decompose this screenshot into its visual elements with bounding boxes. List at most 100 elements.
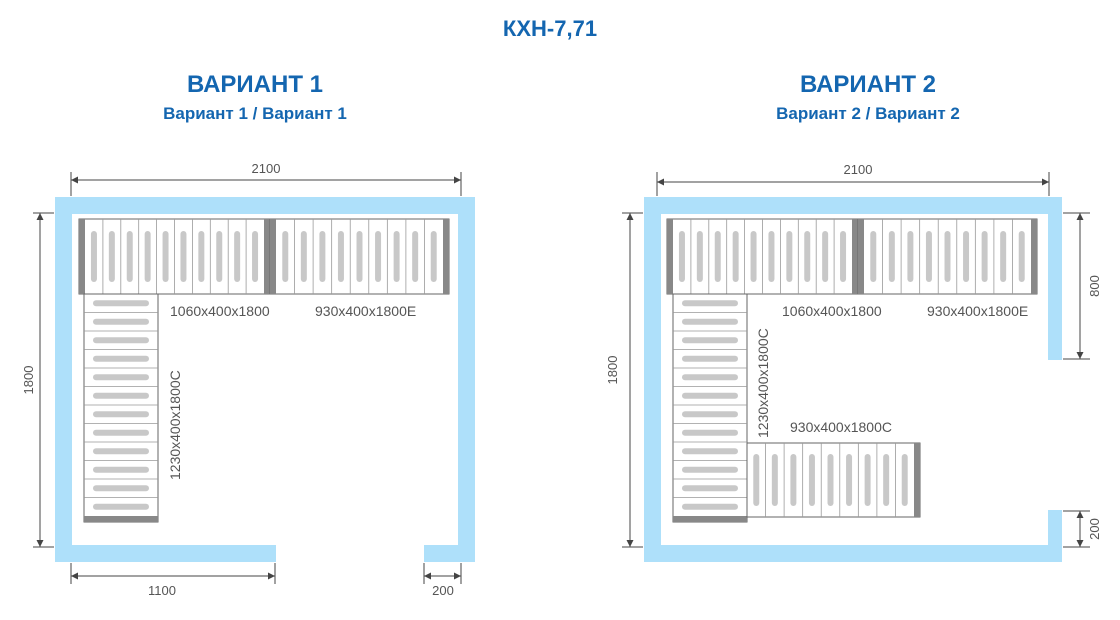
shelf-slat xyxy=(412,231,419,282)
v2-wall-bottom xyxy=(644,545,1062,562)
shelf-slat xyxy=(93,392,149,399)
shelf-slat xyxy=(883,454,890,506)
shelf-slat xyxy=(925,231,932,282)
variant1-plan: 2100 1800 1100 200 1060x400x1800 930x400… xyxy=(21,161,475,598)
v1-shelf-a-label: 1060x400x1800 xyxy=(170,303,270,319)
shelf-slat xyxy=(300,231,307,282)
variant1-walls xyxy=(55,197,475,562)
page-title: КХН-7,71 xyxy=(502,16,598,41)
variant2-dimensions xyxy=(622,172,1090,548)
shelf-slat xyxy=(93,429,149,436)
v2-shelf-a xyxy=(666,218,859,295)
v1-wall-bottom-left xyxy=(55,545,276,562)
shelf-slat xyxy=(678,231,685,282)
shelf-slat xyxy=(804,231,811,282)
v1-wall-bottom-right xyxy=(424,545,475,562)
shelf-slat xyxy=(1000,231,1007,282)
shelf-slat xyxy=(907,231,914,282)
v2-dim-right-top: 800 xyxy=(1087,275,1102,297)
shelf-slat xyxy=(888,231,895,282)
v2-shelf-d-label: 930x400x1800C xyxy=(790,419,892,435)
shelf-slat xyxy=(682,392,738,399)
shelf-slat xyxy=(682,485,738,492)
shelf-slat xyxy=(93,300,149,307)
shelf-slat xyxy=(682,411,738,418)
shelf-slat xyxy=(768,231,775,282)
shelf-slat xyxy=(144,231,151,282)
variant2-title: ВАРИАНТ 2 xyxy=(799,71,937,98)
shelf-slat xyxy=(682,466,738,473)
shelf-slat xyxy=(198,231,205,282)
v2-shelf-d xyxy=(746,442,921,518)
v2-shelf-c-label: 1230x400x1800C xyxy=(755,328,771,438)
shelf-slat xyxy=(944,231,951,282)
v2-shelf-c xyxy=(672,293,748,523)
variant2-plan: 2100 1800 800 200 1060x400x1800 930x400x… xyxy=(605,162,1102,562)
variant1-dimensions xyxy=(33,172,462,584)
v2-wall-top xyxy=(644,197,1062,214)
v1-shelf-c-label: 1230x400x1800C xyxy=(167,370,183,480)
v1-shelf-a xyxy=(78,218,271,295)
shelf-slat xyxy=(682,318,738,325)
shelf-slat xyxy=(864,454,871,506)
shelf-slat xyxy=(93,355,149,362)
shelf-slat xyxy=(93,337,149,344)
shelf-slat xyxy=(732,231,739,282)
shelf-slat xyxy=(753,454,760,506)
shelf-slat xyxy=(93,466,149,473)
variant2-shelves xyxy=(666,218,1038,523)
shelf-slat xyxy=(93,485,149,492)
shelf-slat xyxy=(682,300,738,307)
shelf-slat xyxy=(808,454,815,506)
shelf-slat xyxy=(714,231,721,282)
shelf-slat xyxy=(870,231,877,282)
shelf-slat xyxy=(963,231,970,282)
v2-shelf-a-label: 1060x400x1800 xyxy=(782,303,882,319)
shelf-slat xyxy=(846,454,853,506)
shelf-slat xyxy=(790,454,797,506)
v2-wall-right-top xyxy=(1048,197,1062,360)
v1-dim-door-left: 1100 xyxy=(148,583,176,598)
shelf-slat xyxy=(682,374,738,381)
shelf-slat xyxy=(216,231,223,282)
shelf-slat xyxy=(180,231,187,282)
shelf-slat xyxy=(786,231,793,282)
shelf-slat xyxy=(682,429,738,436)
v2-wall-right-bottom xyxy=(1048,510,1062,562)
shelf-slat xyxy=(375,231,382,282)
v1-dim-width: 2100 xyxy=(252,161,281,176)
shelf-slat xyxy=(393,231,400,282)
shelf-slat xyxy=(93,318,149,325)
shelf-slat xyxy=(319,231,326,282)
v2-wall-left xyxy=(644,197,661,562)
v1-dim-height: 1800 xyxy=(21,366,36,395)
v2-shelf-b xyxy=(857,218,1038,295)
shelf-slat xyxy=(682,355,738,362)
v1-shelf-b xyxy=(269,218,450,295)
variant1-title: ВАРИАНТ 1 xyxy=(186,71,324,98)
shelf-slat xyxy=(771,454,778,506)
variant2-walls xyxy=(644,197,1062,562)
shelf-slat xyxy=(682,337,738,344)
shelf-slat xyxy=(981,231,988,282)
v2-shelf-b-label: 930x400x1800E xyxy=(927,303,1028,319)
shelf-slat xyxy=(750,231,757,282)
shelf-slat xyxy=(162,231,169,282)
shelf-slat xyxy=(822,231,829,282)
shelf-slat xyxy=(126,231,133,282)
v1-wall-top xyxy=(55,197,475,214)
v1-wall-left xyxy=(55,197,72,562)
shelf-slat xyxy=(282,231,289,282)
shelf-slat xyxy=(827,454,834,506)
shelf-slat xyxy=(234,231,241,282)
v2-dim-width: 2100 xyxy=(844,162,873,177)
shelf-slat xyxy=(901,454,908,506)
v1-dim-door-right: 200 xyxy=(432,583,454,598)
shelf-slat xyxy=(356,231,363,282)
shelf-slat xyxy=(430,231,437,282)
v1-shelf-b-label: 930x400x1800E xyxy=(315,303,416,319)
shelf-slat xyxy=(93,448,149,455)
shelf-slat xyxy=(840,231,847,282)
v1-shelf-c xyxy=(83,293,159,523)
